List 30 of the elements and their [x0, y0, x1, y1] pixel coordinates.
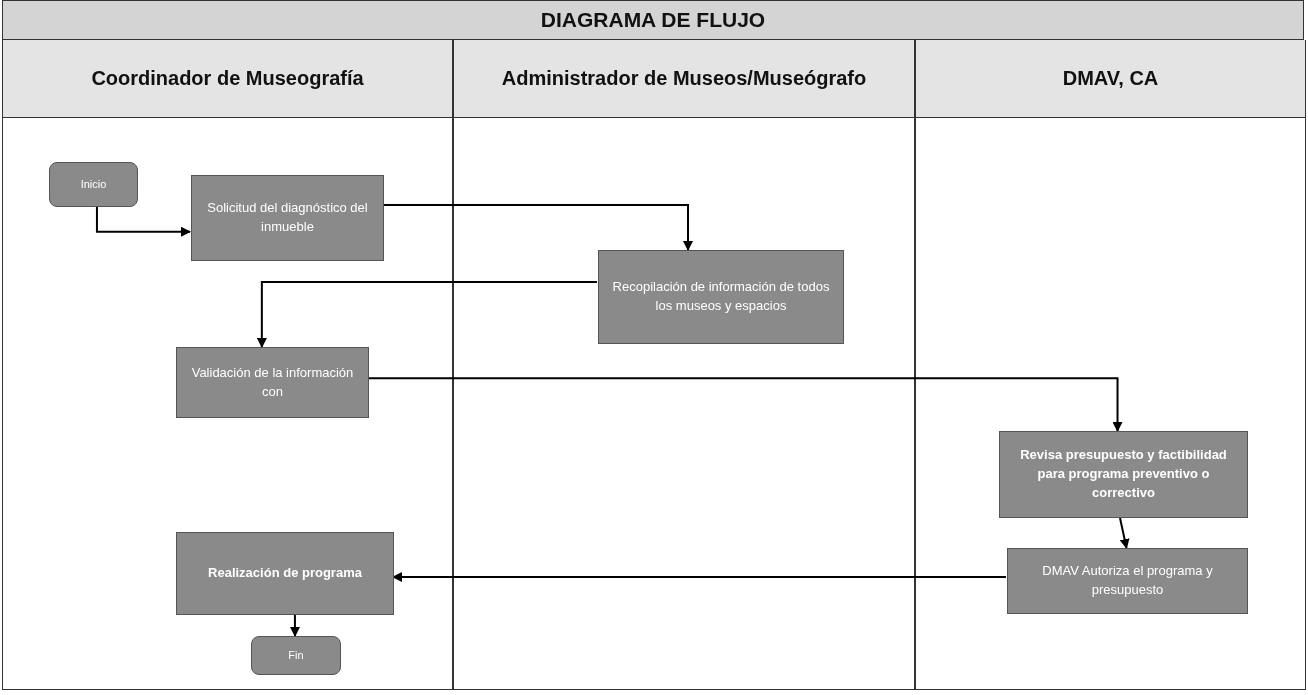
- process-box: [1007, 548, 1248, 614]
- process-box: [176, 347, 369, 418]
- arrow: [382, 204, 693, 251]
- process-box: [999, 431, 1248, 518]
- step-text: DMAV Autoriza el programa y presupuesto: [1041, 562, 1214, 599]
- step-text: Inicio: [80, 176, 107, 192]
- step-text: Fin: [288, 647, 304, 663]
- step-text: Revisa presupuesto y factibilidad para programa preventivo o correctivo: [1019, 446, 1228, 502]
- swimlane: [453, 40, 915, 690]
- step-text: Recopilación de información de todos los museos y espacios: [611, 278, 831, 315]
- step-text: Solicitud del diagnóstico del inmueble: [206, 199, 369, 236]
- lane-header: Coordinador de Museografía: [91, 67, 364, 90]
- arrow: [256, 280, 598, 348]
- title-banner: DIAGRAMA DE FLUJO: [2, 0, 1304, 40]
- terminal-box: [49, 162, 138, 207]
- lane-header: DMAV, CA: [1062, 67, 1159, 90]
- lane-header: Administrador de Museos/Museógrafo: [501, 67, 867, 90]
- arrow: [367, 377, 1123, 432]
- step-text: Realización de programa: [208, 564, 362, 583]
- arrow: [392, 572, 1007, 583]
- swimlane: [915, 40, 1306, 690]
- arrow: [95, 206, 191, 237]
- arrow: [1119, 517, 1130, 549]
- swimlane: [2, 40, 453, 690]
- process-box: [191, 175, 384, 261]
- terminal-box: [251, 636, 341, 675]
- process-box: [176, 532, 394, 615]
- arrow: [289, 614, 300, 637]
- process-box: [598, 250, 844, 344]
- step-text: Validación de la información con: [190, 363, 355, 401]
